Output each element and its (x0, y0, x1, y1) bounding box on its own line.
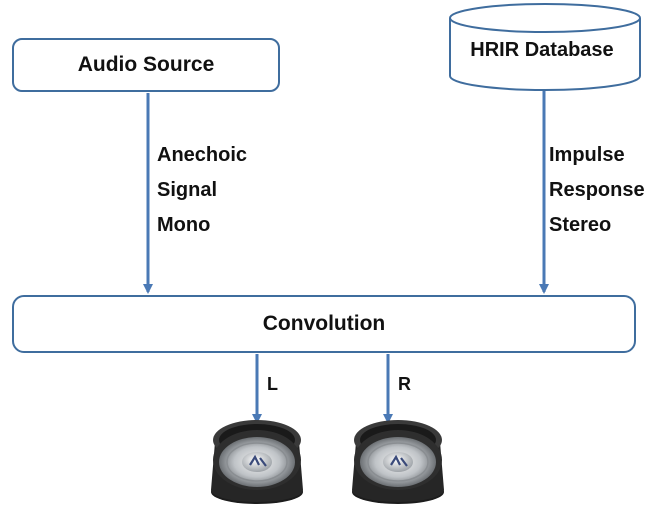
source-edge-line-1: Anechoic (157, 144, 248, 166)
database-edge-label: Impulse Response Stereo (549, 138, 645, 243)
source-edge-line-3: Mono (157, 214, 211, 236)
left-channel-label: L (267, 374, 278, 394)
hrir-database-label: HRIR Database (470, 38, 614, 61)
audio-source-node: Audio Source (12, 38, 280, 92)
speaker-left-icon (209, 418, 305, 506)
database-edge-line-2: Response (549, 179, 645, 201)
convolution-node: Convolution (12, 295, 636, 353)
right-channel-label: R (398, 374, 411, 394)
convolution-label: Convolution (262, 312, 386, 335)
source-edge-line-2: Signal (157, 179, 218, 201)
source-edge-label: Anechoic Signal Mono (157, 138, 247, 243)
database-edge-line-3: Stereo (549, 214, 612, 236)
speaker-right-icon (350, 418, 446, 506)
audio-source-label: Audio Source (77, 53, 215, 76)
hrir-database-node (449, 3, 641, 91)
database-edge-line-1: Impulse (549, 144, 625, 166)
